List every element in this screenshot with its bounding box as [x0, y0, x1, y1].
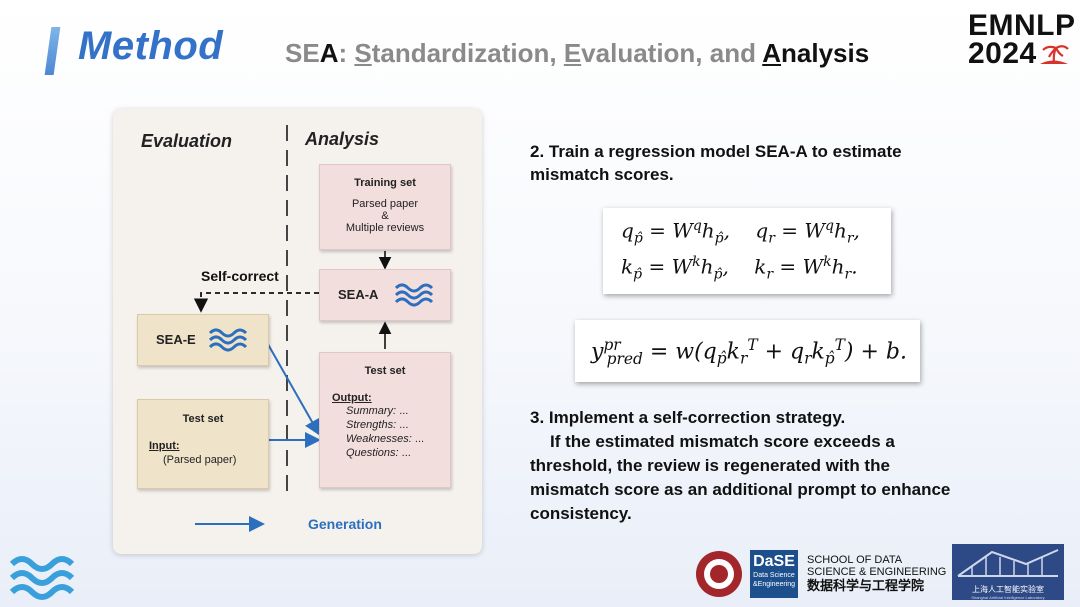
emnlp-2024-logo: EMNLP 2024 [968, 9, 1076, 70]
evaluation-heading: Evaluation [141, 131, 233, 151]
test-set-output-box: Test set Output: Summary: ...Strengths: … [319, 352, 451, 488]
university-seal-logo [696, 551, 742, 597]
output-row: Weaknesses: ... [346, 433, 425, 445]
training-set-box: Training set Parsed paper & Multiple rev… [319, 164, 451, 250]
palm-tree-icon [1040, 45, 1069, 64]
equation-mismatch-score: yprpred = w(qp̂krT + qrkp̂T) + b. [575, 320, 920, 382]
slide-title: Method [78, 24, 224, 68]
test-set-input-box: Test set Input: (Parsed paper) [137, 399, 269, 489]
slide-subtitle: SEA: Standardization, Evaluation, and An… [285, 38, 870, 68]
school-name: SCHOOL OF DATA SCIENCE & ENGINEERING 数据科… [807, 554, 947, 593]
step-3-text: 3. Implement a self-correction strategy.… [530, 408, 951, 523]
output-row: Questions: ... [346, 447, 411, 459]
sea-pipeline-diagram: Evaluation Analysis Training set Parsed … [113, 109, 482, 554]
step-2-text: 2. Train a regression model SEA-A to est… [530, 142, 902, 184]
output-row: Summary: ... [346, 405, 409, 417]
sea-a-box: SEA-A [319, 269, 451, 321]
sea-e-box: SEA-E [137, 314, 269, 366]
analysis-heading: Analysis [305, 129, 380, 149]
dase-logo: DaSE Data Science &Engineering [750, 550, 798, 598]
shanghai-ai-lab-logo: 上海人工智能实验室 Shanghai Artificial Intelligen… [952, 544, 1064, 600]
self-correct-label: Self-correct [201, 268, 279, 284]
building-icon [957, 549, 1059, 577]
output-row: Strengths: ... [346, 419, 409, 431]
legend-generation-label: Generation [308, 516, 382, 532]
diagram-connectors [193, 125, 392, 532]
self-correct-arrow [193, 292, 319, 313]
wave-icon [208, 328, 248, 352]
title-accent-bar [44, 27, 61, 75]
sea-logo [9, 556, 75, 600]
equation-query-key: qp̂ = Wqhp̂, qr = Wqhr, kp̂ = Wkhp̂, kr … [603, 208, 891, 294]
generation-arrow-sea-e [264, 338, 320, 436]
wave-icon [394, 283, 434, 307]
